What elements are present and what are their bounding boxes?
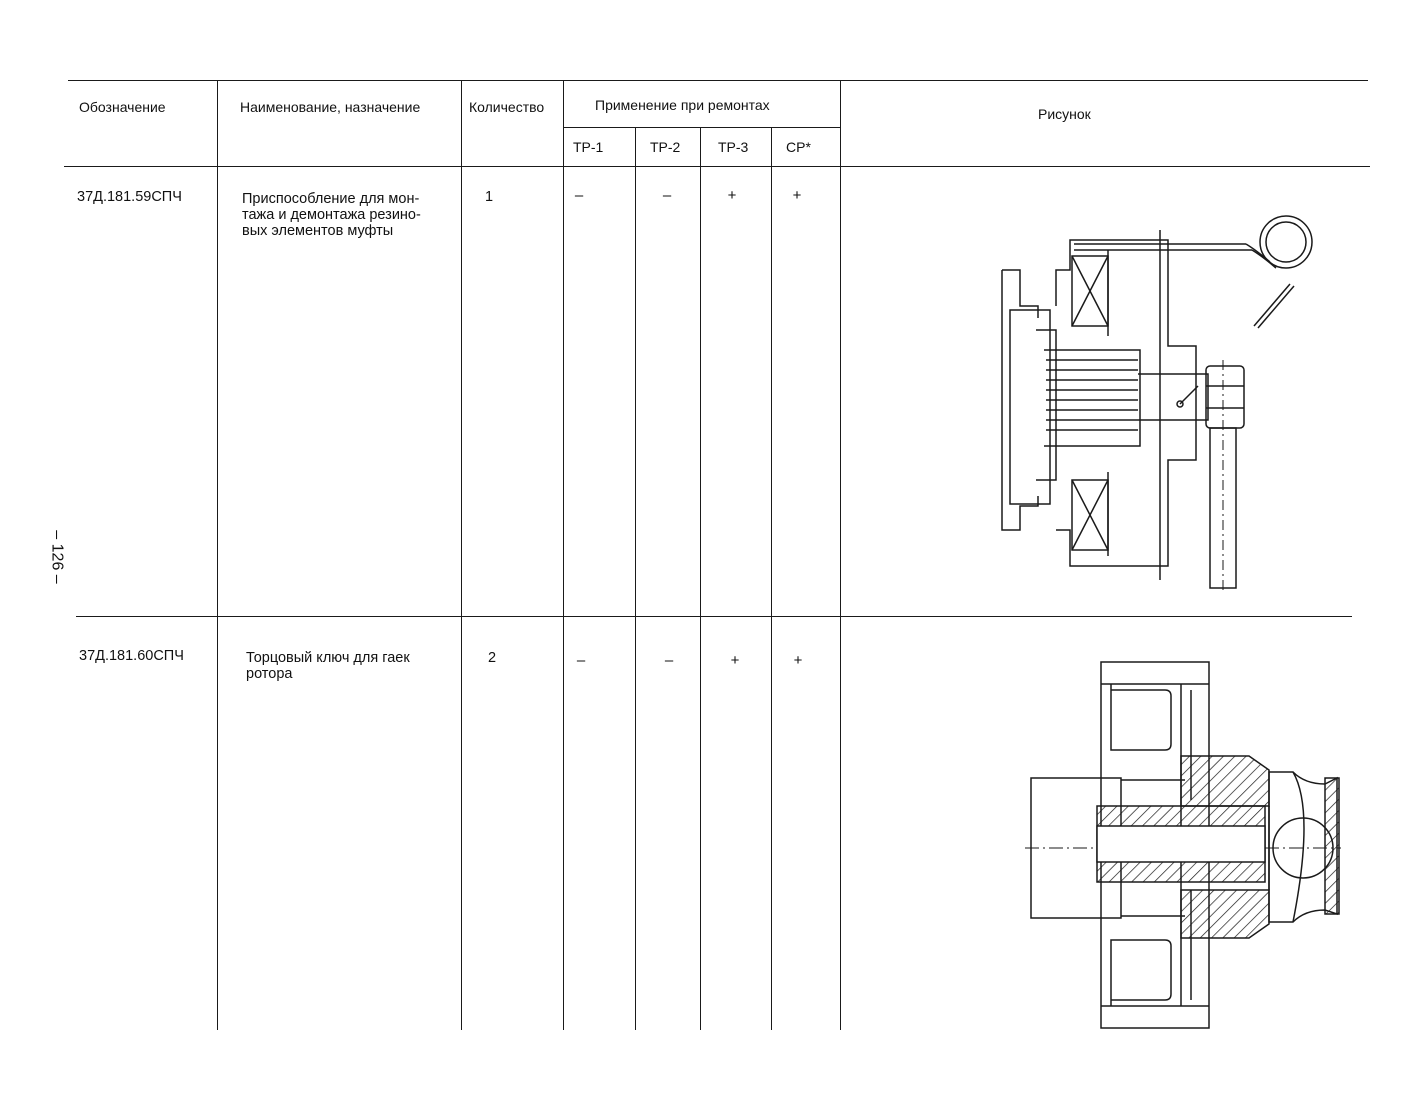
header-picture: Рисунок [1038, 106, 1091, 122]
table-row-1-quantity: 1 [485, 189, 494, 205]
table-row-2-tr2-mark: – [664, 652, 674, 669]
application-subheader-rule [563, 127, 841, 128]
table-top-rule [68, 80, 1368, 81]
column-divider [563, 80, 564, 1030]
table-row-2-sr-mark: + [793, 652, 803, 669]
table-row-1-designation: 37Д.181.59СПЧ [77, 189, 182, 205]
row-separator-rule [76, 616, 1352, 617]
header-quantity: Количество [469, 99, 545, 115]
header-tr1: ТР-1 [573, 139, 604, 155]
header-sr: СР* [786, 139, 811, 155]
column-divider [217, 80, 218, 1030]
socket-wrench-drawing [1025, 661, 1341, 1029]
table-row-2-name: Торцовый ключ для гаек ротора [246, 650, 456, 682]
coupling-fixture-drawing [1001, 215, 1313, 594]
table-row-2-designation: 37Д.181.60СПЧ [79, 648, 184, 664]
header-bottom-rule [64, 166, 1370, 167]
table-row-2-tr1-mark: – [576, 652, 586, 669]
table-row-1-sr-mark: + [792, 187, 802, 204]
column-divider [461, 80, 462, 1030]
column-divider [840, 80, 841, 1030]
table-row-1-tr1-mark: – [574, 187, 584, 204]
name-line: Торцовый ключ для гаек [246, 650, 410, 666]
table-row-1-tr2-mark: – [662, 187, 672, 204]
column-divider [700, 127, 701, 1030]
name-line: вых элементов муфты [242, 223, 394, 239]
page-number: – 126 – [48, 530, 66, 584]
name-line: Приспособление для мон- [242, 191, 420, 207]
header-name: Наименование, назначение [240, 99, 421, 115]
header-designation: Обозначение [79, 99, 166, 115]
table-row-2-quantity: 2 [488, 650, 497, 666]
header-application: Применение при ремонтах [595, 97, 770, 113]
column-divider [635, 127, 636, 1030]
table-row-2-tr3-mark: + [730, 652, 740, 669]
column-divider [771, 127, 772, 1030]
header-tr3: ТР-3 [718, 139, 749, 155]
name-line: ротора [246, 666, 293, 682]
name-line: тажа и демонтажа резино- [242, 207, 421, 223]
header-tr2: ТР-2 [650, 139, 681, 155]
table-row-1-name: Приспособление для мон- тажа и демонтажа… [242, 191, 457, 239]
table-row-1-tr3-mark: + [727, 187, 737, 204]
